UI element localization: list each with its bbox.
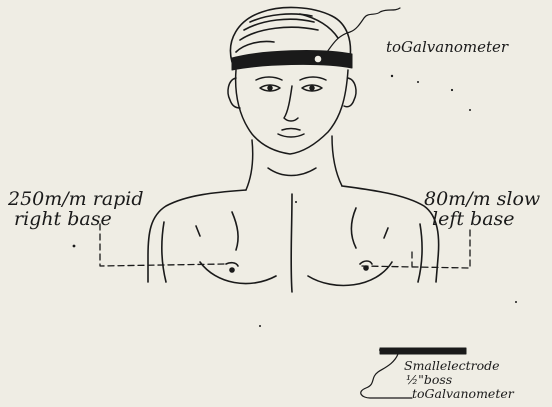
right-side-reading: 250m/m rapid xyxy=(8,190,144,209)
electrode-galvanometer-label: toGalvanometer xyxy=(412,388,514,401)
headband xyxy=(232,51,352,70)
right-side-location: right base xyxy=(14,210,112,229)
torso xyxy=(148,186,439,292)
electrode-size: ½"boss xyxy=(406,374,452,387)
measurement-lines xyxy=(100,224,470,268)
left-side-reading: 80m/m slow xyxy=(424,190,540,209)
left-side-location: left base xyxy=(432,210,515,229)
face xyxy=(228,70,356,154)
neck xyxy=(246,136,342,190)
head-electrode-icon xyxy=(314,55,322,63)
head-galvanometer-label: toGalvanometer xyxy=(386,40,508,55)
small-electrode-icon xyxy=(380,348,466,354)
electrode-label: Smallelectrode xyxy=(404,360,500,373)
